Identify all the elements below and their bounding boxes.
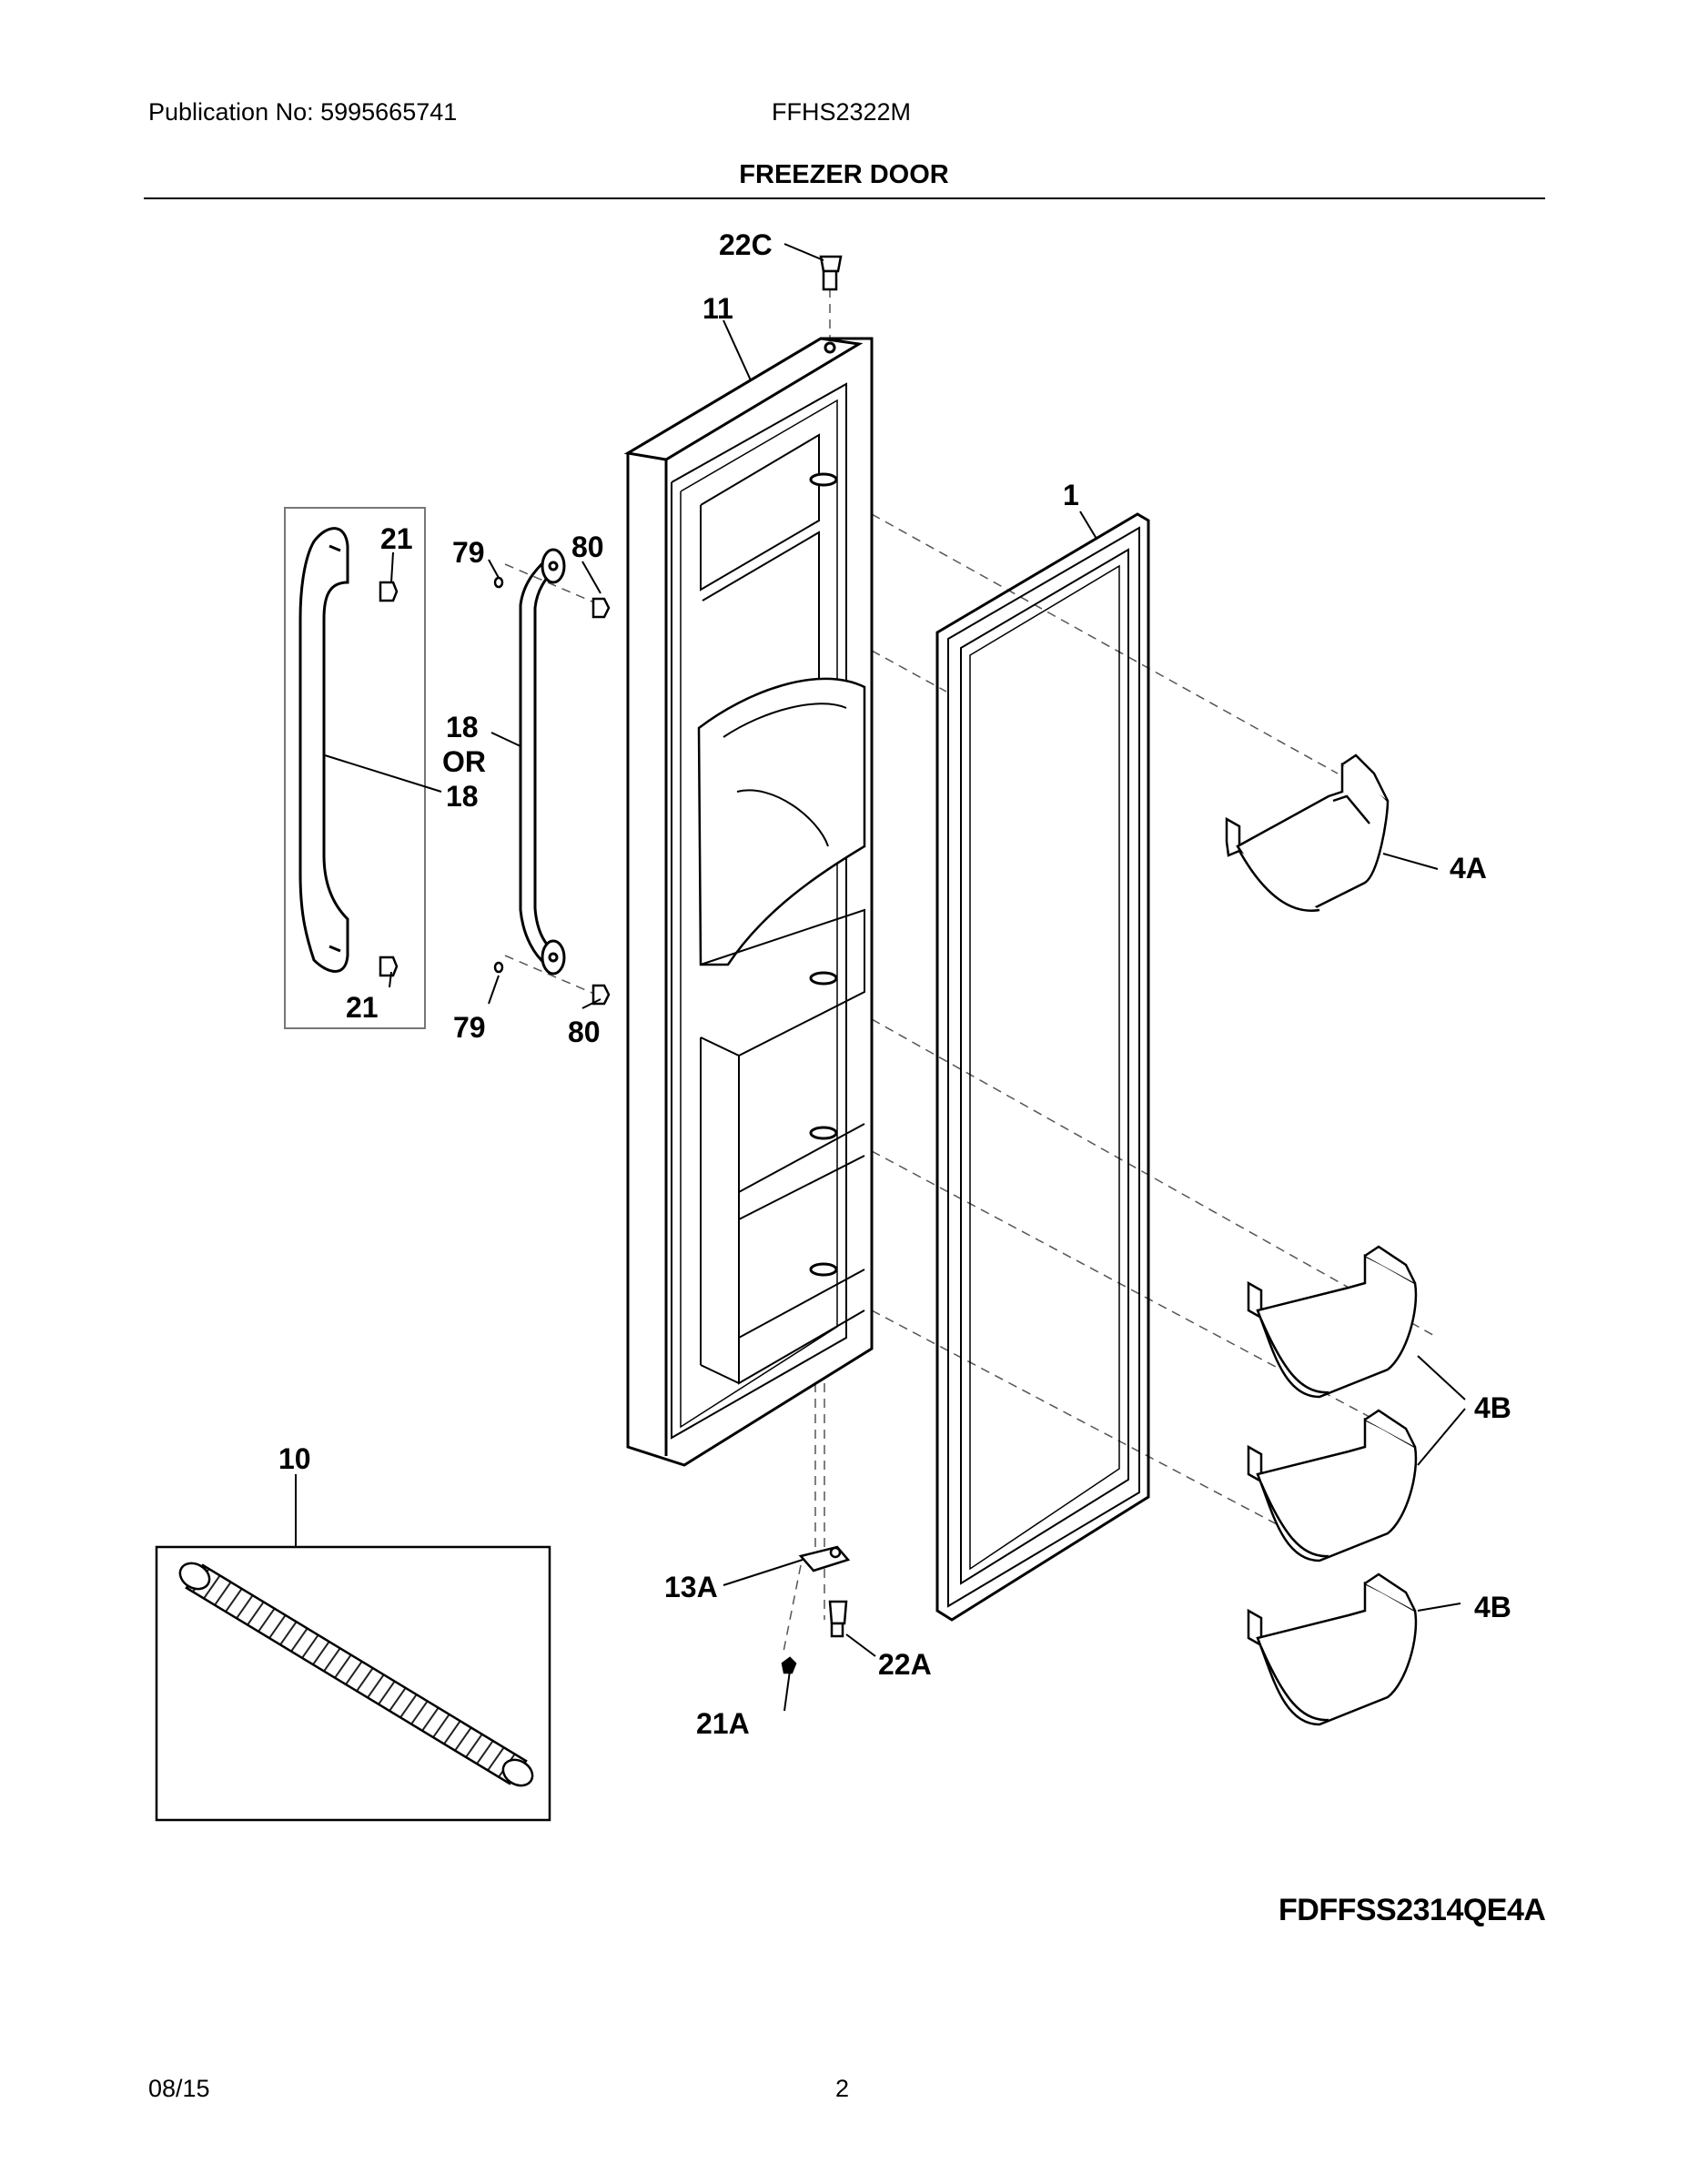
door-bin-4A bbox=[1225, 753, 1390, 912]
page-title: FREEZER DOOR bbox=[739, 160, 949, 189]
callout-21A: 21A bbox=[696, 1707, 750, 1740]
callout-4B-bot: 4B bbox=[1474, 1591, 1511, 1623]
callout-22A: 22A bbox=[878, 1648, 932, 1681]
bottom-hinge-parts bbox=[781, 1545, 851, 1674]
assembly-dashed-lines bbox=[351, 273, 1439, 1657]
screws bbox=[493, 576, 611, 1006]
door-bins bbox=[1225, 753, 1418, 1726]
door-bin-4B-3 bbox=[1247, 1572, 1418, 1726]
callout-22C: 22C bbox=[719, 228, 773, 261]
handle-option-box bbox=[284, 507, 426, 1029]
model-number: FFHS2322M bbox=[772, 98, 912, 126]
callout-80-bot: 80 bbox=[568, 1016, 601, 1048]
door-gasket-part-1 bbox=[935, 512, 1150, 1622]
figure-code: FDFFSS2314QE4A bbox=[1279, 1893, 1546, 1927]
callout-79-bot: 79 bbox=[453, 1011, 486, 1044]
page-number: 2 bbox=[835, 2075, 850, 2102]
handle-part-18 bbox=[519, 548, 566, 976]
callout-21-top: 21 bbox=[380, 522, 413, 555]
callout-4B-top: 4B bbox=[1474, 1391, 1511, 1424]
publication-number: Publication No: 5995665741 bbox=[148, 98, 458, 126]
water-tube-box-part-10 bbox=[155, 1545, 551, 1822]
footer-date: 08/15 bbox=[148, 2075, 210, 2102]
callout-80-top: 80 bbox=[571, 531, 604, 563]
callout-18b: 18 bbox=[446, 780, 479, 813]
hinge-pin-part-22C bbox=[819, 255, 843, 291]
callout-leader-lines bbox=[295, 243, 1466, 1712]
callout-11: 11 bbox=[702, 292, 733, 325]
callout-1: 1 bbox=[1063, 479, 1079, 511]
freezer-door-part-11 bbox=[623, 337, 874, 1467]
callout-4A: 4A bbox=[1450, 852, 1487, 885]
callout-18a: 18 bbox=[446, 711, 479, 743]
door-bin-4B-1 bbox=[1247, 1245, 1418, 1399]
callout-13A: 13A bbox=[664, 1571, 718, 1603]
header-divider bbox=[144, 197, 1545, 199]
callout-21-bot: 21 bbox=[346, 991, 379, 1024]
door-bin-4B-2 bbox=[1247, 1409, 1418, 1562]
callout-or: OR bbox=[442, 745, 486, 778]
callout-79-top: 79 bbox=[452, 536, 485, 569]
callout-10: 10 bbox=[278, 1442, 311, 1475]
